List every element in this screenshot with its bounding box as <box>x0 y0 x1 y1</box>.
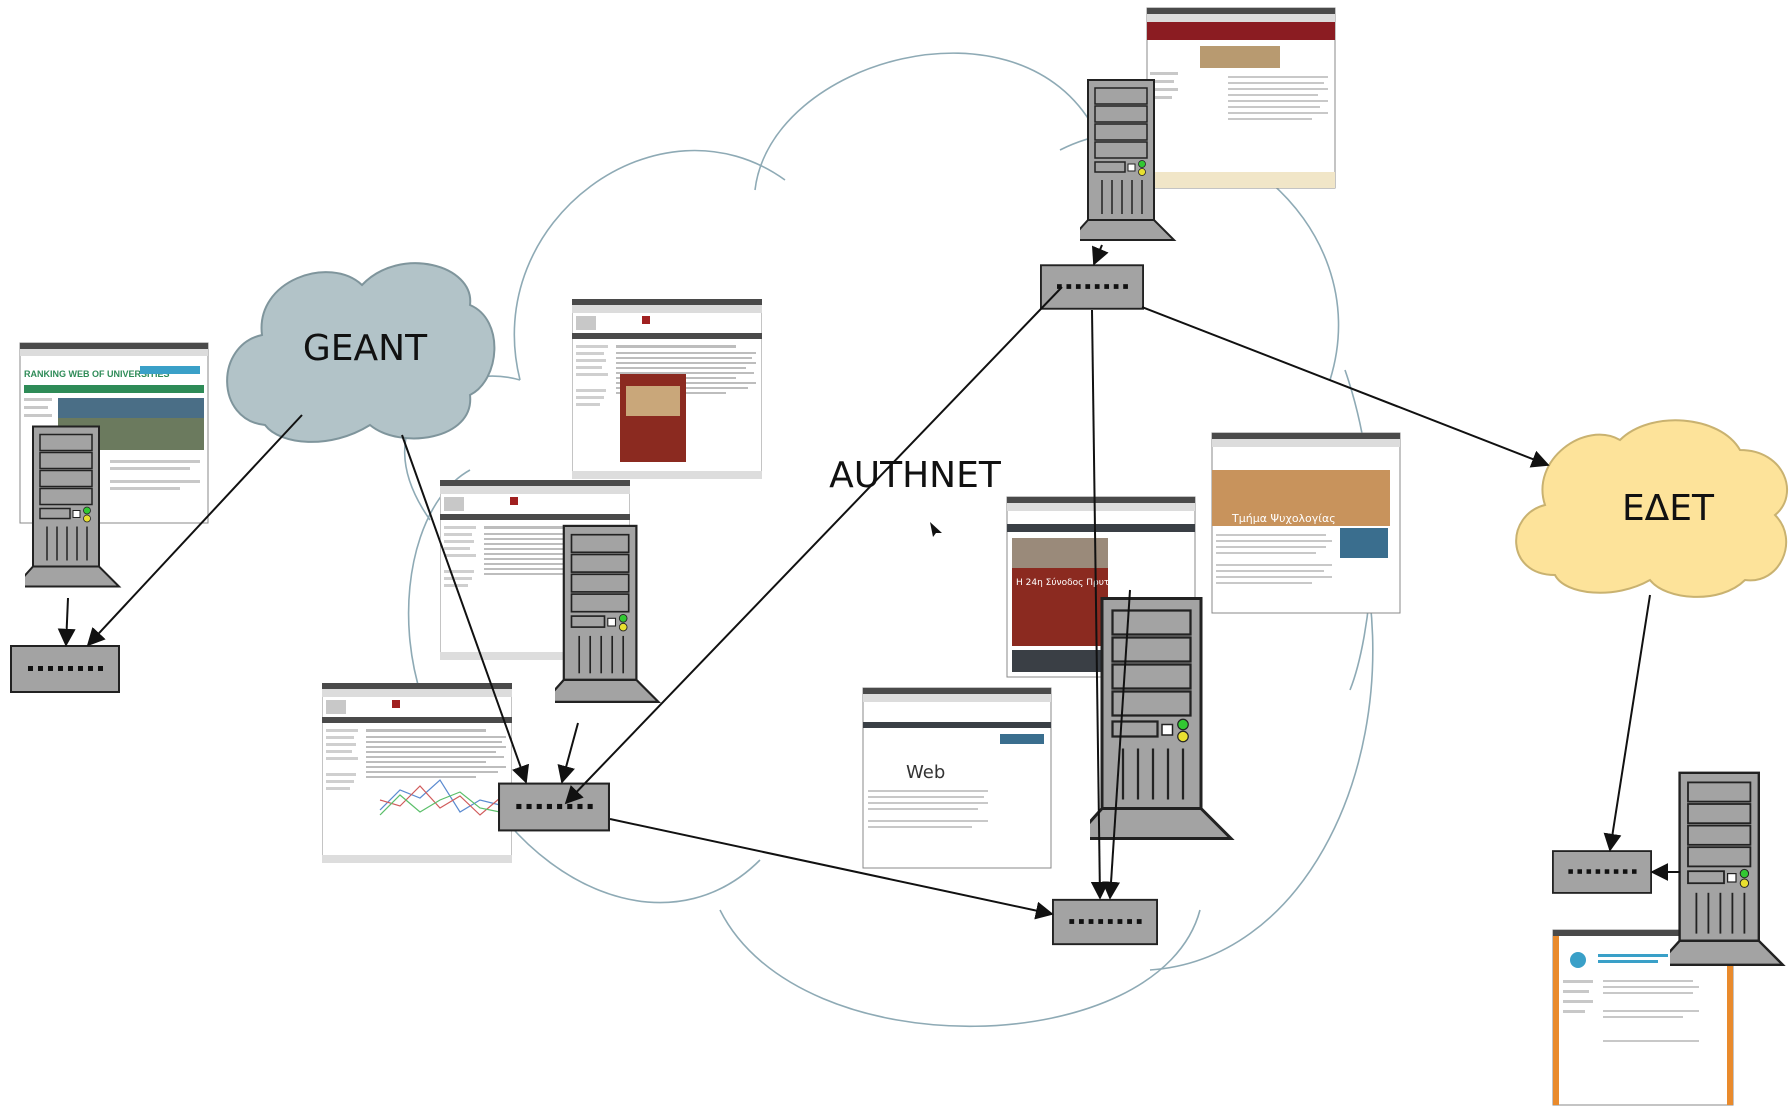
statistics-webpage-screenshot <box>322 683 512 863</box>
link-top-switch-to-edet <box>1141 306 1550 468</box>
authnet-label: AUTHNET <box>829 455 1002 496</box>
wordcloud-word: Web <box>906 762 945 783</box>
switch-top-icon <box>1040 264 1144 310</box>
news-caption: Η 24η Σύνοδος Πρυτάνεων στα... <box>1016 577 1166 588</box>
link-large-server-to-bottom-switch <box>1102 589 1131 900</box>
geant-label: GEANT <box>303 328 428 369</box>
faculty-webpage-photo <box>620 374 686 462</box>
switch-center-icon <box>498 782 610 832</box>
edet-label: ΕΔΕΤ <box>1622 488 1715 529</box>
link-top-server-to-switch <box>1091 244 1109 266</box>
link-top-switch-to-center-switch <box>564 286 1063 805</box>
psychology-page-title: Τμήμα Ψυχολογίας <box>1231 512 1336 525</box>
link-top-switch-to-bottom-switch-1 <box>1090 309 1109 900</box>
link-edet-to-switch <box>1603 594 1651 852</box>
university-webpage-screenshot <box>1146 7 1336 189</box>
edet-webpage-screenshot <box>1552 929 1734 1106</box>
switch-edet-icon <box>1552 850 1652 894</box>
link-geant-to-left-switch <box>86 414 303 647</box>
switch-bottom-icon <box>1052 898 1158 946</box>
ranking-web-title: RANKING WEB OF UNIVERSITIES <box>24 369 170 379</box>
mouse-cursor-icon <box>930 522 942 537</box>
link-geant-to-center-switch <box>401 434 530 784</box>
network-links <box>57 244 1680 920</box>
link-left-server-to-switch <box>57 597 76 647</box>
edet-cloud <box>1515 419 1789 598</box>
link-center-switch-to-bottom-switch <box>609 818 1054 920</box>
geant-cloud <box>226 262 496 443</box>
wordcloud-webpage-screenshot: Web <box>862 687 1052 869</box>
switch-geant-icon <box>10 645 120 693</box>
link-center-server-to-switch <box>557 722 579 784</box>
psychology-webpage-screenshot: Τμήμα Ψυχολογίας <box>1211 432 1401 614</box>
